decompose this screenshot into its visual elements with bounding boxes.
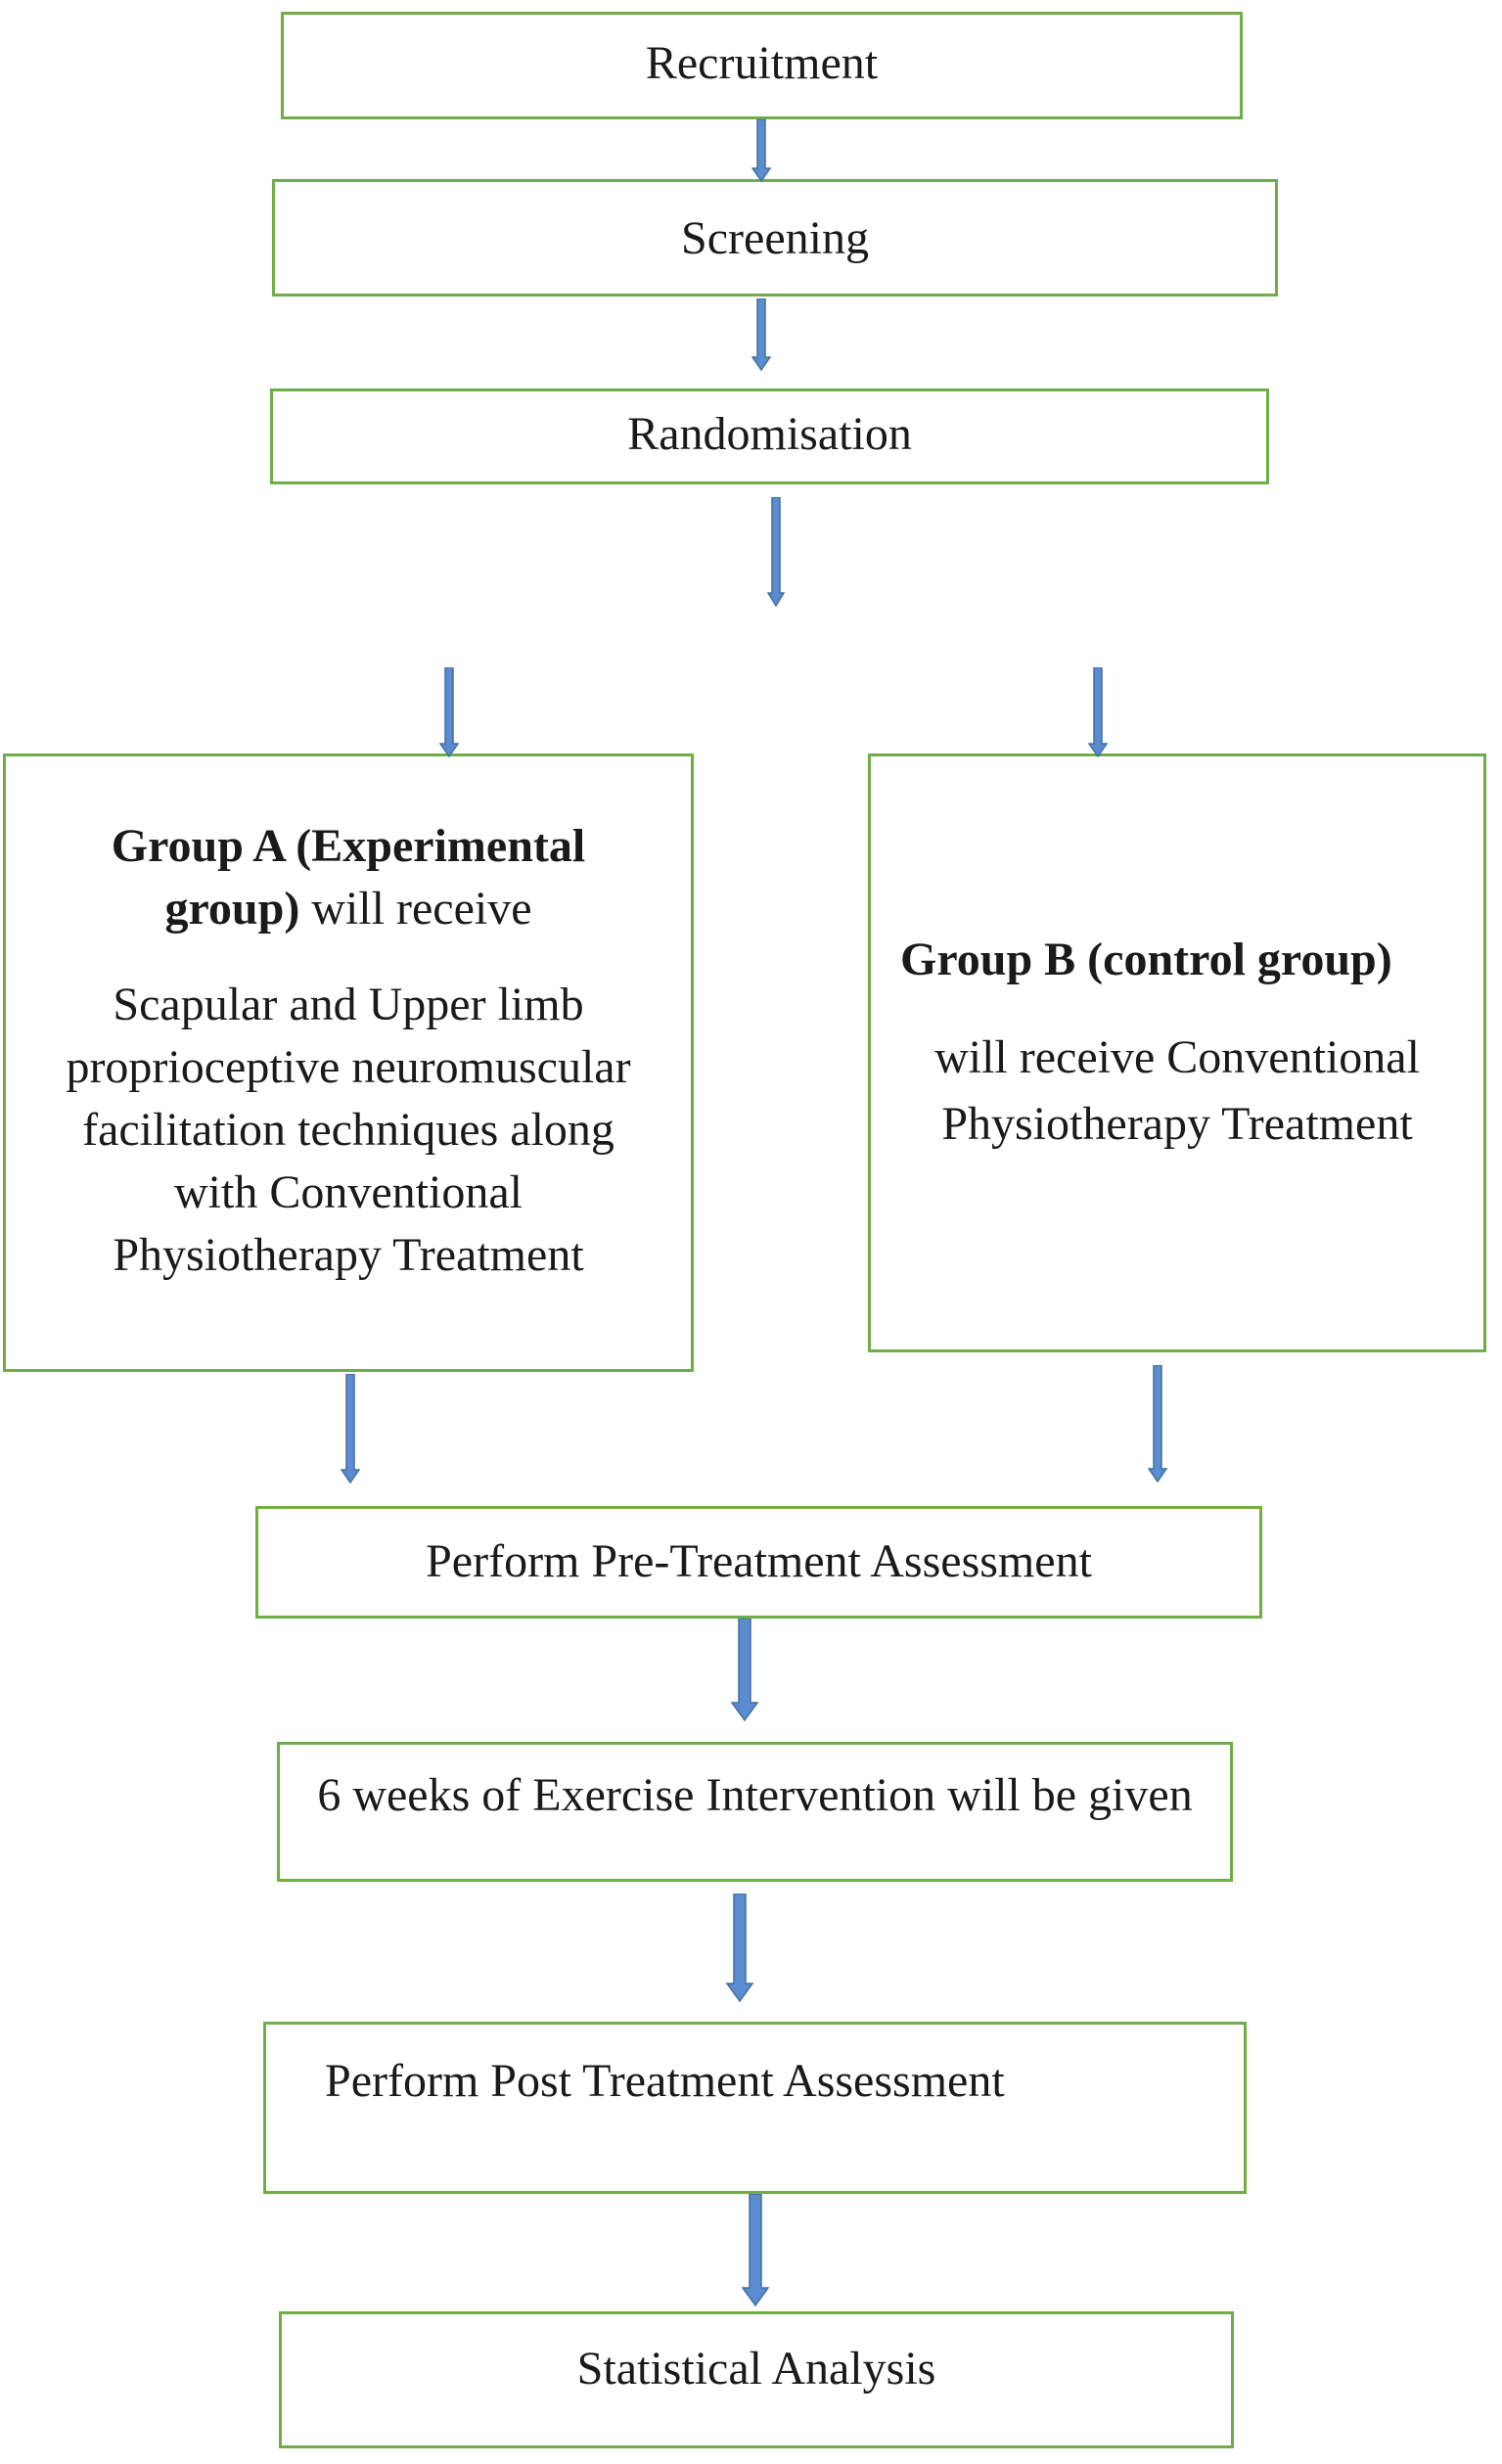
group-a-line: with Conventional (174, 1166, 523, 1218)
down-arrow-icon (1148, 1365, 1167, 1483)
group-a-line: Physiotherapy Treatment (113, 1229, 584, 1281)
group-b-line: Physiotherapy Treatment (941, 1098, 1413, 1150)
intervention-label: 6 weeks of Exercise Intervention will be… (317, 1769, 1193, 1821)
down-arrow-icon (741, 2194, 770, 2307)
screening-label: Screening (681, 212, 869, 264)
randomisation-label: Randomisation (627, 408, 912, 460)
group-a-title-line-2: group) will receive (164, 883, 532, 935)
analysis-label: Statistical Analysis (576, 2343, 936, 2395)
group-b-title: Group B (control group) (900, 934, 1392, 985)
down-arrow-icon (1088, 667, 1108, 757)
analysis-box: Statistical Analysis (279, 2311, 1234, 2448)
intervention-box: 6 weeks of Exercise Intervention will be… (277, 1742, 1233, 1882)
pre-assessment-box: Perform Pre-Treatment Assessment (255, 1506, 1262, 1619)
group-a-box: Group A (Experimental group) will receiv… (3, 753, 694, 1372)
recruitment-label: Recruitment (645, 37, 879, 89)
down-arrow-icon (725, 1894, 754, 2003)
recruitment-box: Recruitment (281, 12, 1243, 119)
down-arrow-icon (730, 1619, 759, 1722)
group-a-line: facilitation techniques along (82, 1104, 614, 1156)
down-arrow-icon (751, 298, 771, 371)
post-assessment-label: Perform Post Treatment Assessment (325, 2055, 1005, 2107)
group-a-line: Scapular and Upper limb (113, 979, 584, 1030)
down-arrow-icon (767, 497, 785, 607)
group-b-text: will receive Conventional Physiotherapy … (871, 1025, 1483, 1158)
group-b-box: Group B (control group) will receive Con… (868, 753, 1486, 1352)
screening-box: Screening (272, 179, 1278, 297)
group-b-line: will receive Conventional (934, 1031, 1420, 1083)
randomisation-box: Randomisation (270, 388, 1269, 484)
group-a-text: Group A (Experimental group) will receiv… (6, 815, 691, 1287)
group-a-title-line-1: Group A (Experimental (111, 820, 586, 872)
group-a-line: proprioceptive neuromuscular (66, 1041, 631, 1093)
down-arrow-icon (341, 1374, 360, 1483)
down-arrow-icon (439, 667, 459, 757)
post-assessment-box: Perform Post Treatment Assessment (263, 2022, 1247, 2194)
down-arrow-icon (751, 119, 771, 182)
pre-assessment-label: Perform Pre-Treatment Assessment (426, 1535, 1092, 1587)
